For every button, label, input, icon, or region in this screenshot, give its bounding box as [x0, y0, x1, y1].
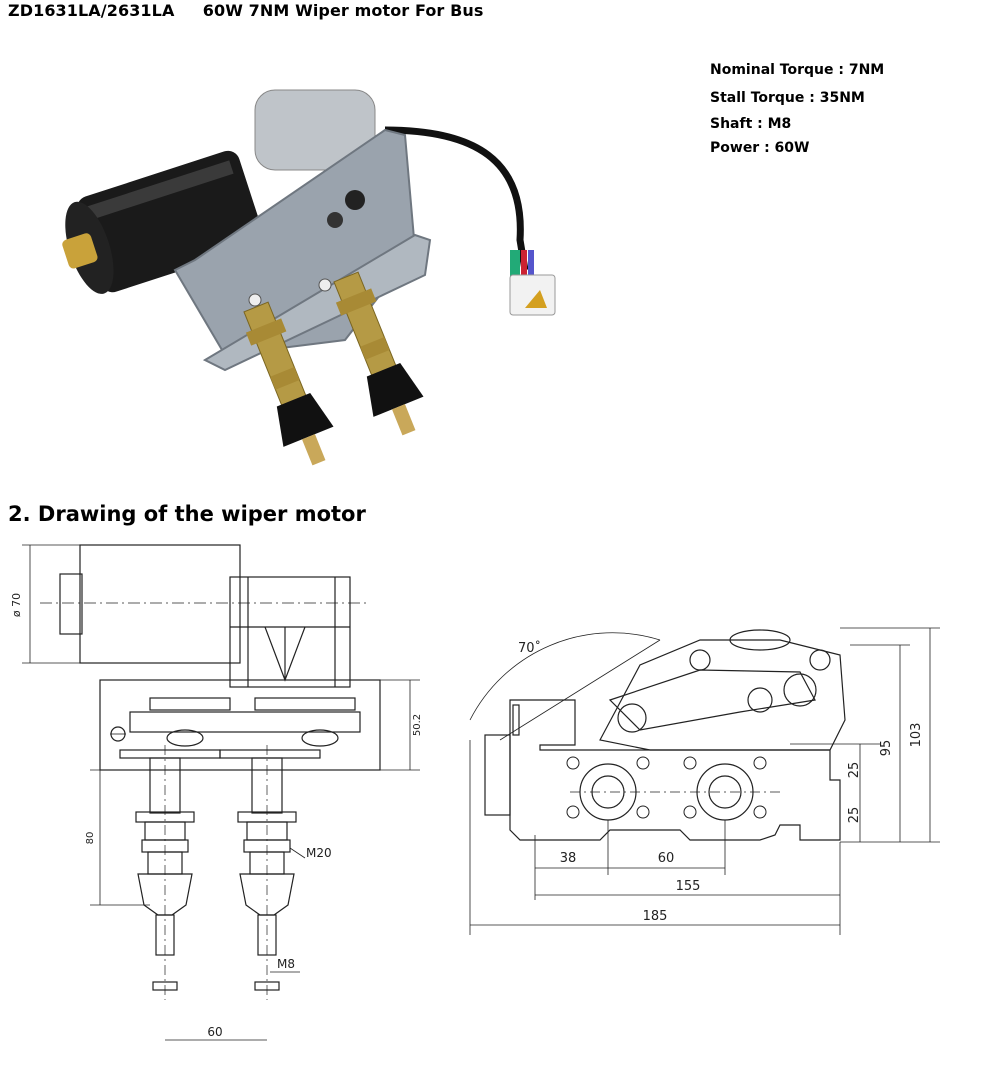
- dim-shaft: M8: [277, 957, 295, 971]
- spec-shaft: Shaft : M8: [710, 116, 792, 132]
- technical-drawing: ø 70 50.2: [10, 544, 940, 1041]
- dim-60: 60: [658, 851, 675, 866]
- dim-spacing: 60: [207, 1025, 222, 1039]
- dim-103: 103: [909, 723, 924, 748]
- spec-list: Nominal Torque : 7NM Stall Torque : 35NM…: [710, 60, 884, 162]
- spec-power: Power : 60W: [710, 140, 810, 156]
- spec-stall-torque: Stall Torque : 35NM: [710, 90, 865, 106]
- dim-diameter: ø 70: [10, 593, 23, 617]
- shaft-left: [135, 745, 195, 1000]
- shaft-right: [237, 745, 297, 1000]
- page-title: ZD1631LA/2631LA 60W 7NM Wiper motor For …: [8, 1, 484, 20]
- top-view: 70˚ 103 95 25 25 38 60 155 185: [469, 627, 940, 935]
- dim-height: 50.2: [412, 714, 423, 736]
- dim-25b: 25: [847, 807, 862, 824]
- dim-length: 80: [85, 832, 96, 845]
- dim-thread: M20: [306, 846, 332, 860]
- dim-25a: 25: [847, 762, 862, 779]
- dim-angle: 70˚: [518, 640, 541, 656]
- dim-185: 185: [643, 909, 668, 924]
- dim-95: 95: [879, 740, 894, 757]
- spec-nominal-torque: Nominal Torque : 7NM: [710, 62, 885, 78]
- dim-38: 38: [560, 851, 577, 866]
- dim-155: 155: [676, 879, 701, 894]
- drawing-heading: 2. Drawing of the wiper motor: [8, 502, 366, 526]
- side-view: ø 70 50.2: [10, 544, 423, 1041]
- wiper-motor-photo: [62, 89, 556, 466]
